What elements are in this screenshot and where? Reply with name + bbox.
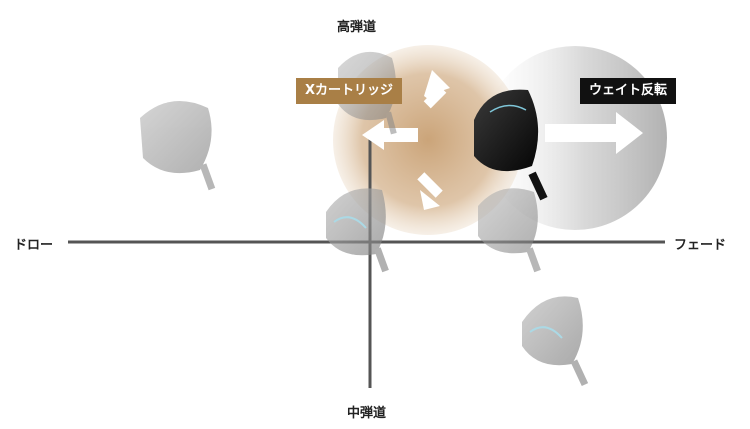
label-fade: フェード: [674, 238, 727, 253]
arrow-left-icon: [362, 120, 418, 150]
arrow-right-icon: [545, 112, 643, 154]
arrow-down-right-icon: [417, 172, 443, 210]
club-head-center-icon: [326, 188, 389, 273]
tag-weight-reverse: ウェイト反転: [580, 78, 677, 104]
club-head-fade-icon: [478, 188, 541, 273]
club-head-featured-icon: [474, 89, 548, 201]
label-draw: ドロー: [14, 238, 54, 253]
label-mid-trajectory: 中弾道: [347, 406, 387, 421]
club-head-low-fade-icon: [522, 296, 589, 387]
label-high-trajectory: 高弾道: [337, 20, 377, 35]
arrow-up-right-icon: [423, 70, 450, 109]
tag-x-cartridge: Xカートリッジ: [296, 78, 403, 104]
club-head-draw-icon: [140, 100, 216, 191]
